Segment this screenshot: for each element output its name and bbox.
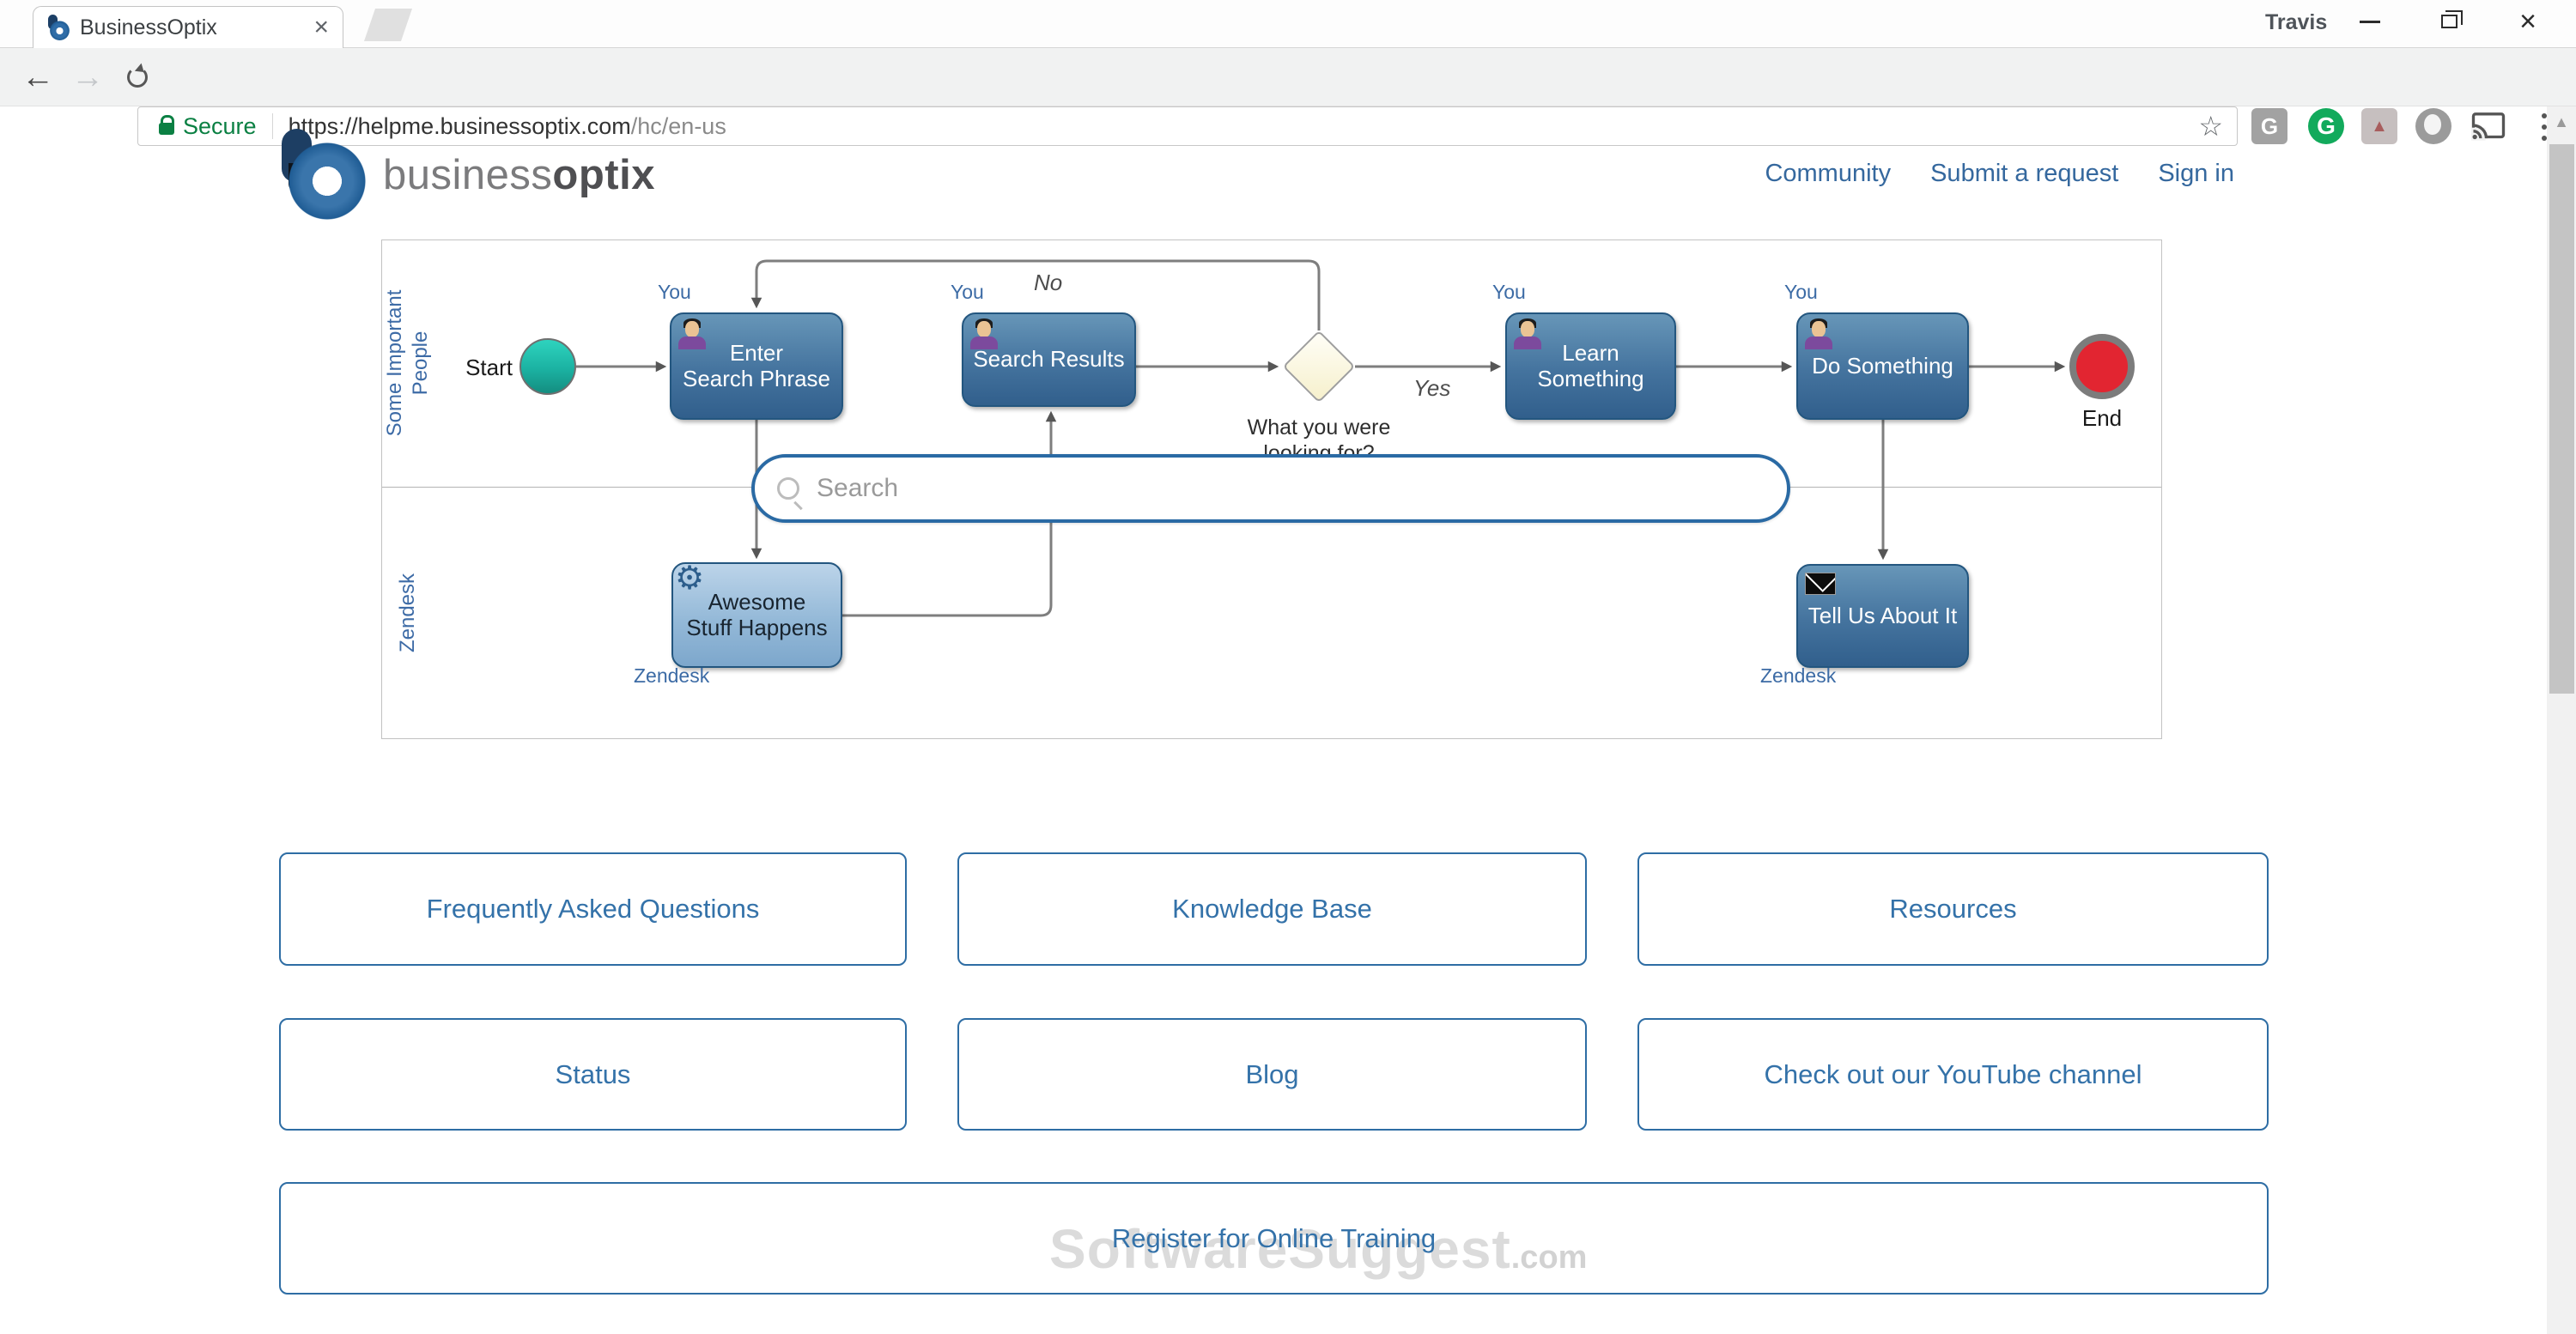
url-separator (271, 113, 273, 139)
zendesk-system-label: Zendesk (1760, 664, 1837, 687)
logo-mark-icon (282, 129, 368, 221)
diagram-connectors (576, 259, 2066, 617)
start-event-label: Start (465, 355, 513, 380)
profile-name[interactable]: Travis (2265, 10, 2328, 34)
you-label: You (1784, 281, 1818, 303)
extension-acrobat-button[interactable]: ▲ (2361, 108, 2397, 144)
category-label: Blog (1245, 1058, 1299, 1089)
task-tell-us-about-it: Tell Us About It (1796, 564, 1969, 668)
lane-label-zendesk: Zendesk (396, 573, 419, 653)
reload-icon (127, 67, 148, 88)
you-label: You (1492, 281, 1526, 303)
category-label: Register for Online Training (1111, 1222, 1437, 1253)
bookmark-star-icon[interactable]: ☆ (2198, 111, 2223, 142)
you-label: You (951, 281, 984, 303)
secure-lock-icon (159, 115, 174, 135)
process-diagram: Some Important People Zendesk Start End … (381, 240, 2162, 739)
envelope-icon (1805, 573, 1836, 595)
edge-label-yes: Yes (1413, 375, 1451, 401)
reload-button[interactable] (115, 55, 160, 100)
task-do-something: Do Something (1796, 312, 1969, 420)
close-icon: × (2519, 5, 2537, 38)
address-bar[interactable]: Secure https://helpme.businessoptix.com … (137, 106, 2238, 146)
window-minimize-button[interactable] (2344, 0, 2396, 43)
start-event-circle (519, 338, 576, 395)
task-learn-something: Learn Something (1505, 312, 1676, 420)
url-host: https://helpme.businessoptix.com (288, 112, 631, 139)
secure-label: Secure (183, 112, 257, 139)
nav-sign-in-link[interactable]: Sign in (2158, 160, 2234, 187)
new-tab-button[interactable] (364, 9, 412, 41)
you-label: You (658, 281, 691, 303)
nav-community-link[interactable]: Community (1765, 160, 1892, 187)
window-close-button[interactable]: × (2502, 0, 2554, 43)
end-event-circle (2069, 334, 2135, 399)
extension-generic-button[interactable] (2415, 108, 2451, 144)
browser-menu-button[interactable] (2531, 110, 2557, 144)
back-button[interactable]: ← (21, 58, 54, 95)
logo-text: businessoptix (383, 152, 655, 198)
businessoptix-logo[interactable]: businessoptix (282, 129, 655, 221)
person-icon (970, 318, 998, 349)
task-search-results: Search Results (962, 312, 1136, 407)
task-awesome-stuff-happens: ⚙ Awesome Stuff Happens (671, 562, 842, 668)
nav-submit-request-link[interactable]: Submit a request (1930, 160, 2119, 187)
task-label: Tell Us About It (1807, 602, 1958, 628)
category-youtube-channel[interactable]: Check out our YouTube channel (1637, 1018, 2269, 1131)
category-status[interactable]: Status (279, 1018, 907, 1131)
extension-grammarly-button[interactable]: G (2308, 108, 2344, 144)
browser-titlebar: BusinessOptix × Travis × (0, 0, 2576, 48)
search-icon (777, 477, 799, 500)
scrollbar-thumb[interactable] (2549, 144, 2574, 694)
category-label: Frequently Asked Questions (426, 894, 760, 924)
minimize-icon (2360, 20, 2380, 23)
top-navigation: Community Submit a request Sign in (1765, 160, 2234, 188)
window-restore-button[interactable] (2423, 0, 2475, 43)
page-scrollbar[interactable]: ▲ (2547, 106, 2576, 1334)
category-blog[interactable]: Blog (957, 1018, 1587, 1131)
cast-icon (2471, 112, 2506, 141)
person-icon (1514, 318, 1541, 349)
category-resources[interactable]: Resources (1637, 852, 2269, 966)
task-label: Search Results (973, 346, 1125, 373)
extension-gsuite-button[interactable]: G (2251, 108, 2287, 144)
end-event-label: End (2081, 405, 2123, 431)
category-label: Resources (1889, 894, 2017, 924)
task-label: Do Something (1812, 352, 1953, 379)
task-enter-search-phrase: Enter Search Phrase (670, 312, 843, 420)
task-label: Learn Something (1537, 339, 1644, 391)
category-faq[interactable]: Frequently Asked Questions (279, 852, 907, 966)
edge-label-no: No (1034, 270, 1063, 295)
category-label: Check out our YouTube channel (1764, 1058, 2142, 1089)
site-favicon-icon (47, 15, 70, 40)
restore-icon (2440, 10, 2463, 28)
search-input[interactable] (817, 474, 1744, 503)
tab-close-icon[interactable]: × (313, 13, 329, 41)
forward-button[interactable]: → (71, 58, 104, 95)
search-bar[interactable] (751, 454, 1790, 523)
task-label: Awesome Stuff Happens (686, 588, 828, 640)
browser-tab[interactable]: BusinessOptix × (33, 6, 343, 48)
browser-toolbar: ← → Secure https://helpme.businessoptix.… (0, 47, 2576, 146)
category-label: Status (555, 1058, 631, 1089)
url-path: /hc/en-us (630, 112, 726, 139)
zendesk-system-label: Zendesk (634, 664, 710, 687)
person-icon (1805, 318, 1832, 349)
tab-title: BusinessOptix (80, 15, 217, 39)
task-label: Enter Search Phrase (683, 339, 830, 391)
scrollbar-up-icon[interactable]: ▲ (2554, 113, 2569, 130)
gear-icon: ⚙ (675, 561, 705, 597)
category-label: Knowledge Base (1172, 894, 1372, 924)
person-icon (678, 318, 706, 349)
cast-button[interactable] (2470, 108, 2506, 144)
category-knowledge-base[interactable]: Knowledge Base (957, 852, 1587, 966)
category-register-training[interactable]: Register for Online Training (279, 1182, 2269, 1295)
